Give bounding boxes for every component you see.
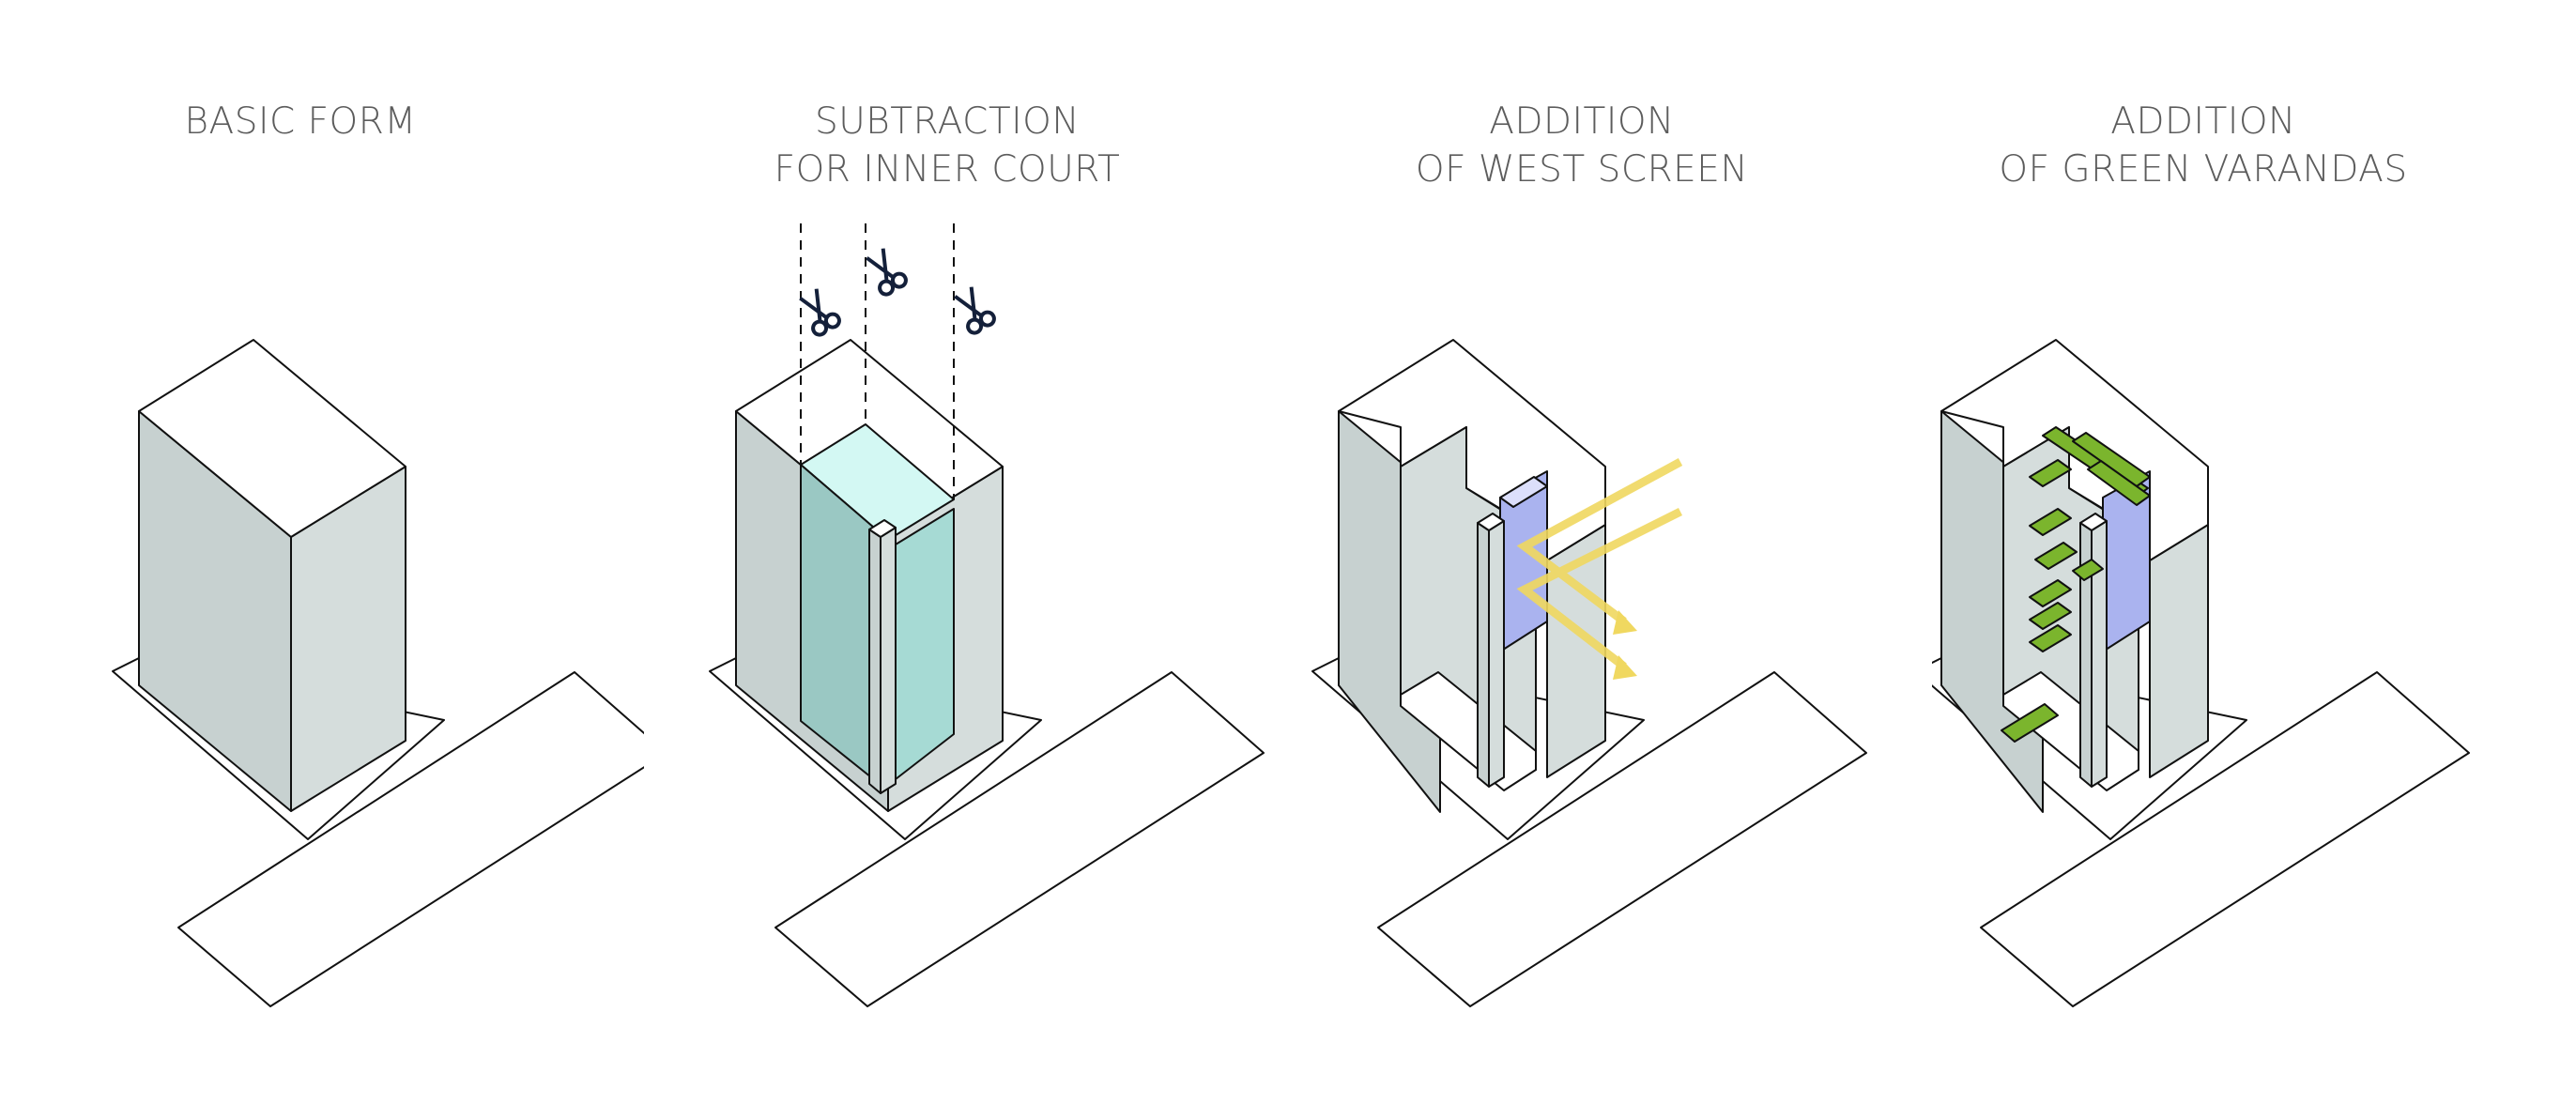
column-side-face: [868, 529, 882, 794]
panel-title: SUBTRACTION FOR INNER COURT: [625, 98, 1269, 193]
column-top-face: [2079, 513, 2108, 531]
basic-form-drawing: [112, 339, 644, 1007]
west-screen-top: [1499, 476, 1548, 508]
subtraction-drawing: [709, 223, 1265, 1007]
panel-title-line-2: OF GREEN VARANDAS: [1999, 148, 2408, 191]
panel-title-line-1: BASIC FORM: [184, 100, 417, 143]
varanda-5: [2029, 579, 2072, 607]
green-varandas-drawing: [1932, 339, 2470, 1007]
panel-title-line-1: ADDITION: [1489, 100, 1675, 143]
scissors-icon: [799, 288, 841, 337]
column-top-face: [1477, 513, 1505, 531]
arrow-head: [1613, 610, 1637, 635]
scissors-icon: [954, 286, 996, 335]
panel-green-varandas: ADDITION OF GREEN VARANDAS: [1932, 0, 2576, 1104]
panel-title-line-1: ADDITION: [2110, 100, 2296, 143]
street-strip: [177, 671, 644, 1007]
scissors-icon: [866, 248, 908, 297]
block-top-face: [138, 339, 406, 538]
panel-basic-form: BASIC FORM: [0, 0, 644, 1104]
varanda-2: [2029, 508, 2072, 536]
column-side-face: [1477, 522, 1490, 788]
varanda-ground: [2001, 703, 2059, 743]
panel-title-line-2: FOR INNER COURT: [774, 148, 1121, 191]
panel-title: BASIC FORM: [0, 98, 601, 146]
column-front-face: [1488, 520, 1505, 788]
column-front-face: [880, 527, 897, 794]
block-right-face: [2149, 524, 2209, 778]
panel-subtraction: SUBTRACTION FOR INNER COURT: [644, 0, 1288, 1104]
panel-title-line-1: SUBTRACTION: [814, 100, 1081, 143]
varanda-7: [2029, 624, 2072, 652]
street-strip: [1377, 671, 1867, 1007]
west-screen-drawing: [1311, 339, 1867, 1007]
panel-title-line-2: OF WEST SCREEN: [1415, 148, 1749, 191]
varanda-6: [2029, 602, 2072, 630]
street-strip: [774, 671, 1265, 1007]
court-right-wall: [895, 508, 955, 780]
sun-arrow-icon: [1516, 458, 1683, 670]
varanda-3: [2034, 542, 2078, 570]
panel-title: ADDITION OF GREEN VARANDAS: [1881, 98, 2525, 193]
panel-title: ADDITION OF WEST SCREEN: [1260, 98, 1904, 193]
arrow-head: [1613, 655, 1637, 680]
panel-west-screen: ADDITION OF WEST SCREEN: [1288, 0, 1932, 1104]
street-strip: [1980, 671, 2470, 1007]
varanda-4: [2072, 559, 2104, 581]
column-top-face: [868, 519, 897, 538]
varanda-top-3: [2087, 460, 2151, 506]
varanda-1: [2029, 459, 2072, 487]
